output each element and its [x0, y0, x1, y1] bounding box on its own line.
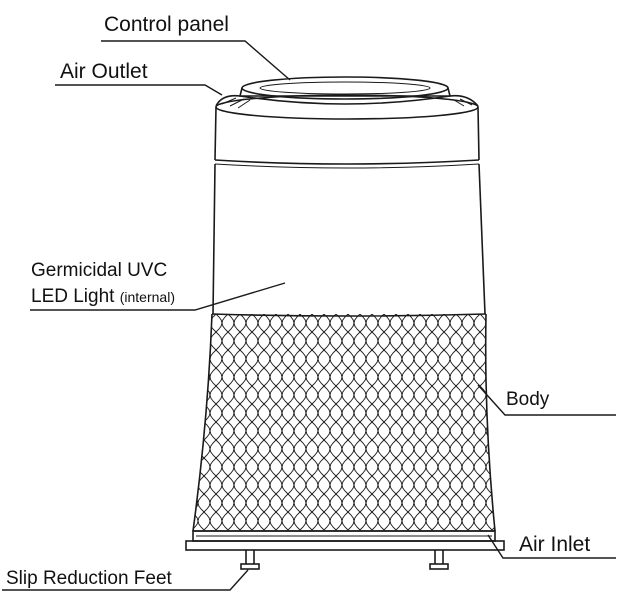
mesh-strand [293, 314, 307, 531]
slip-reduction-feet [240, 550, 449, 570]
leader-control-panel [101, 40, 291, 81]
mesh-strand [377, 314, 391, 531]
label-air-outlet: Air Outlet [60, 60, 148, 83]
mesh-strand [317, 314, 331, 531]
mesh-strand [197, 314, 211, 531]
control-panel [239, 76, 451, 105]
mesh-strand [389, 314, 403, 531]
label-body: Body [506, 389, 550, 410]
mesh-strand [233, 314, 247, 531]
mesh-strand [174, 314, 186, 530]
mesh-strand [425, 314, 439, 531]
mesh-strand [305, 314, 319, 531]
label-slip-reduction-feet: Slip Reduction Feet [6, 568, 173, 589]
mesh-strand [269, 314, 283, 531]
mesh-strand [257, 314, 271, 531]
mesh-strand [401, 314, 415, 531]
label-uvc-line2: LED Light (internal) [31, 286, 175, 307]
foot-left [240, 550, 260, 570]
label-control-panel: Control panel [104, 13, 229, 36]
mesh-strand [341, 314, 355, 531]
upper-body [212, 106, 486, 315]
mesh-strand [449, 314, 463, 531]
leader-body [477, 384, 616, 416]
label-uvc-line1: Germicidal UVC [31, 260, 167, 281]
mesh-strand [498, 314, 510, 530]
label-air-inlet: Air Inlet [519, 533, 590, 556]
mesh-strand [329, 314, 343, 531]
mesh-strand [281, 314, 295, 531]
mesh-strand [437, 314, 451, 531]
mesh-strand [498, 314, 510, 530]
mesh-strand [209, 314, 223, 531]
label-uvc-internal: (internal) [120, 289, 175, 305]
label-uvc-led-light: LED Light [31, 286, 115, 307]
leader-uvc [30, 282, 286, 311]
mesh-strand [413, 314, 427, 531]
mesh-strand [365, 314, 379, 531]
leader-air-inlet [487, 534, 616, 559]
mesh-strand [193, 314, 199, 531]
mesh-strand [473, 314, 487, 531]
leader-feet [2, 569, 249, 591]
mesh-strand [245, 314, 259, 531]
mesh-strand [193, 314, 199, 531]
mesh-strand [174, 314, 186, 530]
leader-air-outlet [55, 84, 223, 96]
mesh-strand [221, 314, 235, 531]
mesh-strand [461, 314, 475, 531]
foot-right [429, 550, 449, 570]
base [185, 530, 505, 551]
mesh-body [174, 313, 510, 532]
leader-lines [2, 40, 616, 591]
mesh-strand [353, 314, 367, 531]
mesh-strand [197, 314, 211, 531]
